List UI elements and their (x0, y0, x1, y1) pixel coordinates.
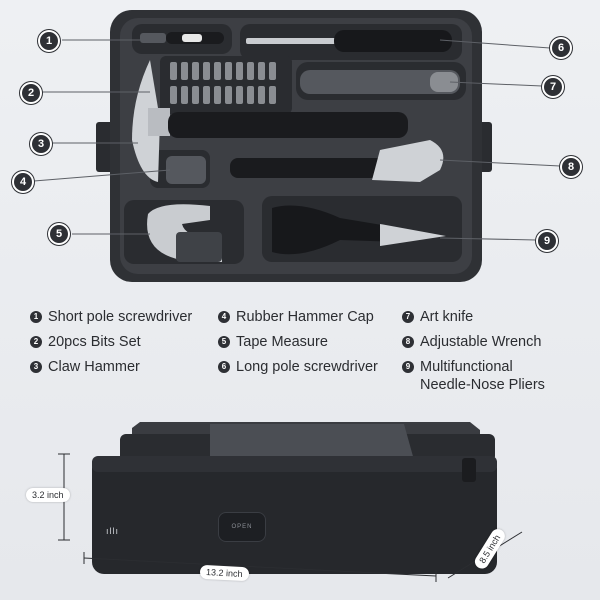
callout-6: 6 (550, 37, 572, 59)
callout-4: 4 (12, 171, 34, 193)
claw-hammer (132, 60, 408, 182)
length-dimension-label: 13.2 inch (199, 564, 249, 582)
short-pole-screwdriver (140, 32, 224, 44)
callout-8: 8 (560, 156, 582, 178)
brand-logo: ıllı (106, 526, 119, 536)
callout-7: 7 (542, 76, 564, 98)
height-dimension-label: 3.2 inch (26, 488, 70, 502)
art-knife (300, 70, 460, 94)
long-pole-screwdriver (246, 30, 452, 52)
open-button: OPEN (218, 512, 266, 542)
tape-measure (147, 204, 222, 262)
callout-2: 2 (20, 82, 42, 104)
needle-nose-pliers (272, 205, 446, 255)
callout-9: 9 (536, 230, 558, 252)
bits-set (170, 62, 276, 104)
adjustable-wrench (230, 140, 444, 182)
closed-toolbox (92, 422, 497, 574)
callout-5: 5 (48, 223, 70, 245)
callout-1: 1 (38, 30, 60, 52)
callout-3: 3 (30, 133, 52, 155)
callout-leaders (33, 39, 561, 241)
rubber-hammer-cap (166, 156, 206, 184)
